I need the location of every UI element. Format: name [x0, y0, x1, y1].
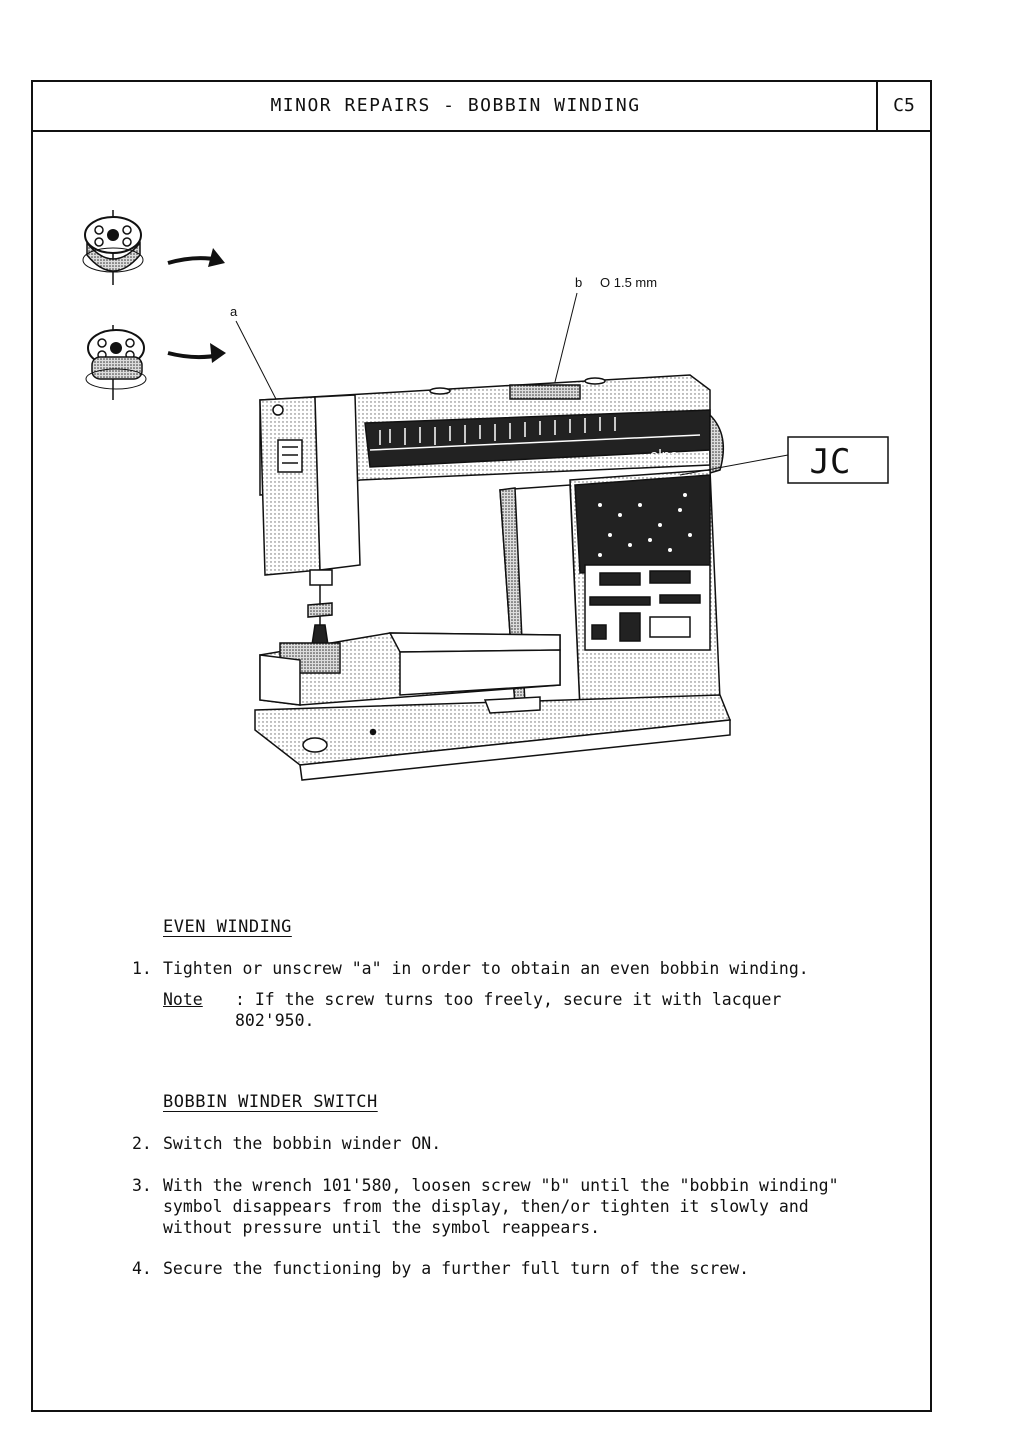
step-number: 1. — [132, 959, 152, 978]
display-symbol: JC — [810, 442, 851, 482]
label-b-spec: O 1.5 mm — [600, 275, 657, 290]
brand-logo: elna — [650, 447, 679, 464]
step-number: 2. — [132, 1134, 152, 1153]
page-frame: MINOR REPAIRS - BOBBIN WINDING C5 — [31, 80, 932, 1412]
display-callout: JC — [787, 436, 889, 484]
step-number: 3. — [132, 1176, 152, 1195]
step-text: Tighten or unscrew "a" in order to obtai… — [163, 959, 809, 978]
sewing-machine-illustration: a b O 1.5 mm elna 9000 — [82, 210, 889, 781]
page-title: MINOR REPAIRS - BOBBIN WINDING — [270, 95, 641, 116]
step-1: 1. Tighten or unscrew "a" in order to obt… — [132, 958, 863, 979]
header-bar: MINOR REPAIRS - BOBBIN WINDING C5 — [33, 82, 930, 132]
sewing-machine-body: elna 9000 — [254, 374, 732, 781]
step-3: 3. With the wrench 101'580, loosen screw … — [132, 1175, 863, 1238]
step-text: Switch the bobbin winder ON. — [163, 1134, 442, 1153]
step-text: Secure the functioning by a further full… — [163, 1259, 750, 1278]
model-number: 9000 — [380, 478, 404, 490]
bobbin-uneven-icon — [82, 210, 144, 285]
step-4: 4. Secure the functioning by a further fu… — [132, 1258, 863, 1279]
note-text: : If the screw turns too freely, secure … — [235, 990, 782, 1030]
bobbin-even-icon — [85, 325, 147, 400]
page-code: C5 — [876, 82, 930, 130]
label-a: a — [230, 304, 238, 319]
step-number: 4. — [132, 1259, 152, 1278]
label-b: b — [575, 275, 582, 290]
note: Note : If the screw turns too freely, se… — [163, 989, 781, 1030]
section-heading-even-winding: EVEN WINDING — [163, 917, 292, 937]
step-2: 2. Switch the bobbin winder ON. — [132, 1133, 863, 1154]
section-heading-bobbin-winder-switch: BOBBIN WINDER SWITCH — [163, 1092, 378, 1112]
note-label: Note — [163, 990, 203, 1009]
step-text: With the wrench 101'580, loosen screw "b… — [163, 1176, 839, 1237]
